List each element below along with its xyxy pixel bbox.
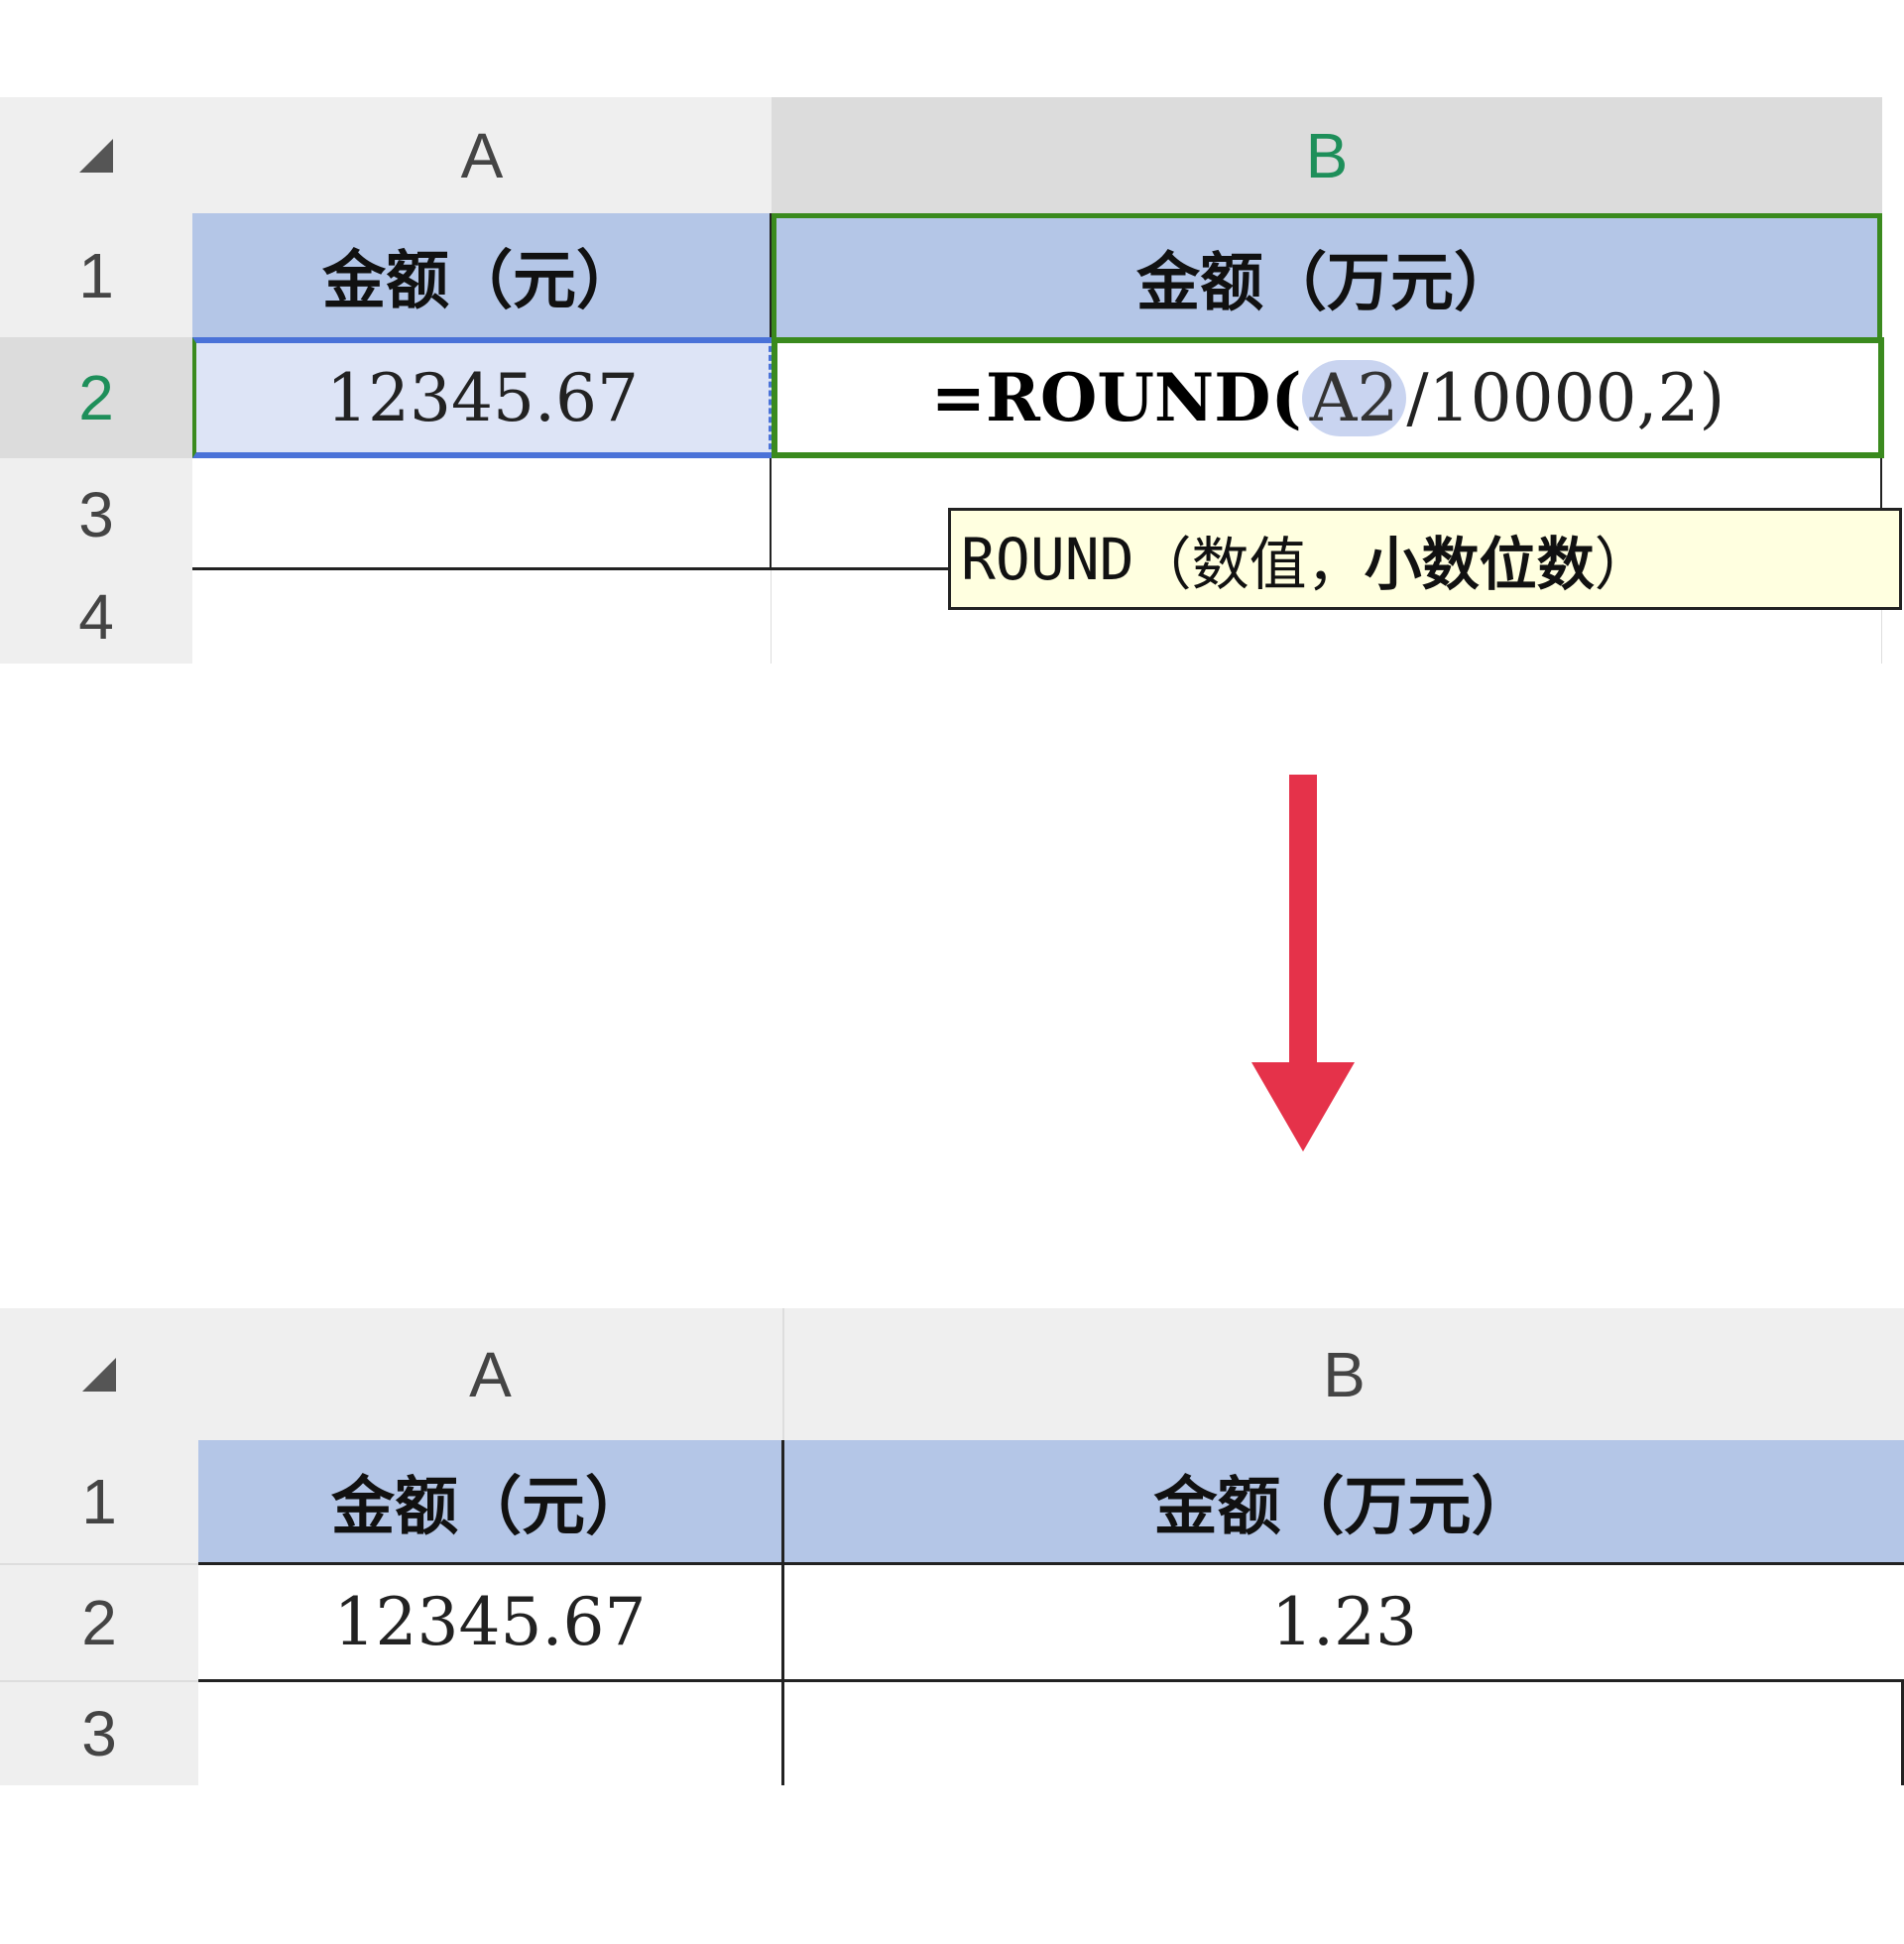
corner-triangle-icon: [79, 138, 113, 173]
tooltip-arg-digits: 小数位数: [1364, 530, 1595, 598]
cell-b4[interactable]: [772, 570, 1882, 664]
tooltip-arg-number: 数值，: [1191, 530, 1365, 598]
row-header-2[interactable]: 2: [0, 1565, 198, 1682]
row-header-3[interactable]: 3: [0, 458, 192, 570]
cell-a3[interactable]: [198, 1682, 784, 1785]
top-sheet: A B 1 2 3 4 金额（元） 金额（万元） 12345.67 =ROUND…: [0, 97, 1904, 664]
row-header-1[interactable]: 1: [0, 1440, 198, 1565]
tooltip-close: ）: [1594, 530, 1652, 598]
tooltip-function-name: ROUND: [961, 525, 1134, 593]
formula-suffix: /10000,2): [1406, 359, 1726, 436]
cell-a2[interactable]: 12345.67: [198, 1565, 784, 1682]
column-header-b[interactable]: B: [772, 97, 1882, 213]
cell-b3[interactable]: [784, 1682, 1904, 1785]
cell-a3[interactable]: [192, 458, 772, 570]
row-header-3[interactable]: 3: [0, 1682, 198, 1785]
cell-a1[interactable]: 金额（元）: [198, 1440, 784, 1565]
column-header-b[interactable]: B: [784, 1308, 1904, 1440]
cell-b2-formula[interactable]: =ROUND( A2 /10000,2): [772, 337, 1884, 458]
select-all-corner[interactable]: [0, 97, 192, 213]
cell-b1[interactable]: 金额（万元）: [772, 213, 1882, 337]
column-header-a[interactable]: A: [192, 97, 772, 213]
formula-ref-a2: A2: [1301, 359, 1407, 436]
cell-b1[interactable]: 金额（万元）: [784, 1440, 1904, 1565]
function-tooltip: ROUND （ 数值， 小数位数 ）: [948, 508, 1902, 610]
corner-triangle-icon: [82, 1357, 116, 1392]
select-all-corner[interactable]: [0, 1308, 198, 1440]
cell-a4[interactable]: [192, 570, 772, 664]
row-header-4[interactable]: 4: [0, 570, 192, 664]
formula-prefix: =ROUND(: [930, 359, 1302, 436]
down-arrow-icon: [1251, 775, 1355, 1152]
row-header-1[interactable]: 1: [0, 213, 192, 337]
cell-a1[interactable]: 金额（元）: [192, 213, 772, 337]
tooltip-open: （: [1133, 530, 1192, 598]
bottom-sheet: A B 1 2 3 金额（元） 金额（万元） 12345.67 1.23: [0, 1308, 1904, 1785]
row-header-2[interactable]: 2: [0, 337, 192, 458]
column-header-a[interactable]: A: [198, 1308, 784, 1440]
cell-a2[interactable]: 12345.67: [192, 337, 772, 458]
cell-b2[interactable]: 1.23: [784, 1565, 1904, 1682]
